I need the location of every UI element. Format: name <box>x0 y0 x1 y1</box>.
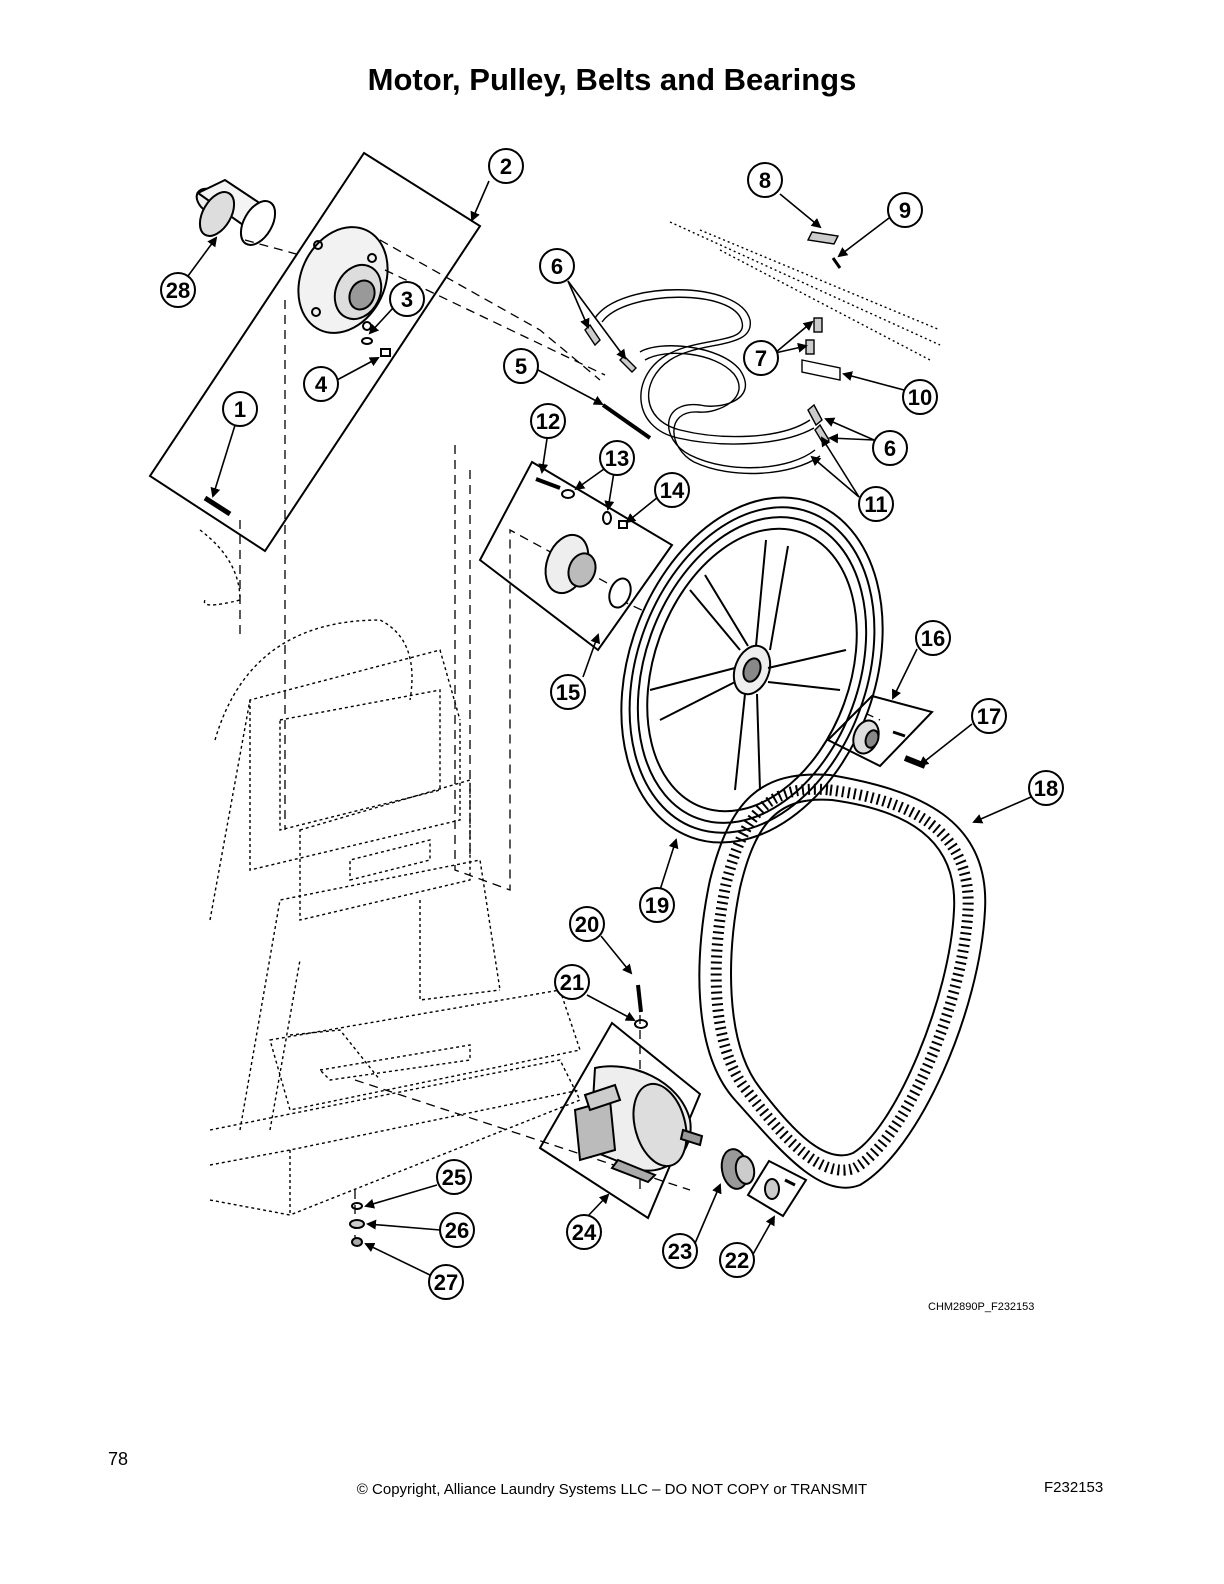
sleeve-part <box>195 178 277 246</box>
leader-arrows <box>187 180 1032 1276</box>
callout-5: 5 <box>503 348 539 384</box>
svg-text:6: 6 <box>884 436 896 461</box>
callout-16: 16 <box>915 620 951 656</box>
callout-20: 20 <box>569 906 605 942</box>
copyright-notice: © Copyright, Alliance Laundry Systems LL… <box>356 1481 868 1498</box>
callout-24: 24 <box>566 1214 602 1250</box>
svg-text:4: 4 <box>315 372 328 397</box>
svg-text:11: 11 <box>864 492 887 517</box>
callout-21: 21 <box>554 964 590 1000</box>
svg-text:24: 24 <box>572 1220 597 1245</box>
svg-text:28: 28 <box>166 278 190 303</box>
bearing-housing-group <box>148 151 482 553</box>
washer-part <box>361 337 373 345</box>
svg-text:2: 2 <box>500 154 512 179</box>
svg-text:14: 14 <box>660 478 685 503</box>
callout-13: 13 <box>599 440 635 476</box>
svg-text:1: 1 <box>234 397 246 422</box>
callout-11: 11 <box>858 486 894 522</box>
machine-frame-phantom <box>199 529 581 1216</box>
svg-text:23: 23 <box>668 1239 692 1264</box>
bearing-flange-part <box>297 226 389 334</box>
callout-10: 10 <box>902 379 938 415</box>
callout-6-lower: 6 <box>872 430 908 466</box>
callout-22: 22 <box>719 1242 755 1278</box>
svg-text:9: 9 <box>899 198 911 223</box>
svg-text:18: 18 <box>1034 776 1058 801</box>
callout-18: 18 <box>1028 770 1064 806</box>
svg-text:6: 6 <box>551 254 563 279</box>
callout-17: 17 <box>971 698 1007 734</box>
svg-text:5: 5 <box>515 354 527 379</box>
svg-text:16: 16 <box>921 626 945 651</box>
page-title: Motor, Pulley, Belts and Bearings <box>367 62 857 97</box>
document-code: F232153 <box>1044 1479 1104 1496</box>
callout-12: 12 <box>530 403 566 439</box>
svg-text:10: 10 <box>908 385 932 410</box>
svg-text:20: 20 <box>575 912 599 937</box>
bearing-assembly-group <box>478 460 674 652</box>
callout-14: 14 <box>654 472 690 508</box>
svg-text:15: 15 <box>556 680 580 705</box>
callout-7: 7 <box>743 340 779 376</box>
svg-text:17: 17 <box>977 704 1001 729</box>
svg-text:19: 19 <box>645 893 669 918</box>
callout-19: 19 <box>639 887 675 923</box>
callout-3: 3 <box>389 281 425 317</box>
svg-text:8: 8 <box>759 168 771 193</box>
figure-id: CHM2890P_F232153 <box>928 1301 1035 1313</box>
callout-4: 4 <box>303 366 339 402</box>
svg-text:3: 3 <box>401 287 413 312</box>
svg-text:26: 26 <box>445 1218 469 1243</box>
callout-15: 15 <box>550 674 586 710</box>
svg-text:7: 7 <box>755 346 767 371</box>
taper-bushing-group <box>826 694 934 769</box>
cog-belt <box>698 773 987 1189</box>
screw-part <box>203 495 232 517</box>
callout-6-upper: 6 <box>539 248 575 284</box>
hose-assembly <box>584 221 941 475</box>
callout-1: 1 <box>222 391 258 427</box>
svg-text:21: 21 <box>560 970 584 995</box>
motor-group <box>349 984 808 1247</box>
svg-text:12: 12 <box>536 409 560 434</box>
callout-8: 8 <box>747 162 783 198</box>
callout-27: 27 <box>428 1264 464 1300</box>
callout-circles: 1 2 3 4 5 6 6 7 8 9 10 11 12 13 14 15 16… <box>160 148 1064 1300</box>
page-number: 78 <box>108 1449 129 1469</box>
svg-text:27: 27 <box>434 1270 458 1295</box>
callout-28: 28 <box>160 272 196 308</box>
callout-23: 23 <box>662 1233 698 1269</box>
callout-9: 9 <box>887 192 923 228</box>
svg-text:25: 25 <box>442 1165 466 1190</box>
svg-text:22: 22 <box>725 1248 749 1273</box>
callout-2: 2 <box>488 148 524 184</box>
svg-text:13: 13 <box>605 446 629 471</box>
nut-part <box>380 348 391 357</box>
callout-25: 25 <box>436 1159 472 1195</box>
large-pulley <box>620 496 884 844</box>
callout-26: 26 <box>439 1212 475 1248</box>
